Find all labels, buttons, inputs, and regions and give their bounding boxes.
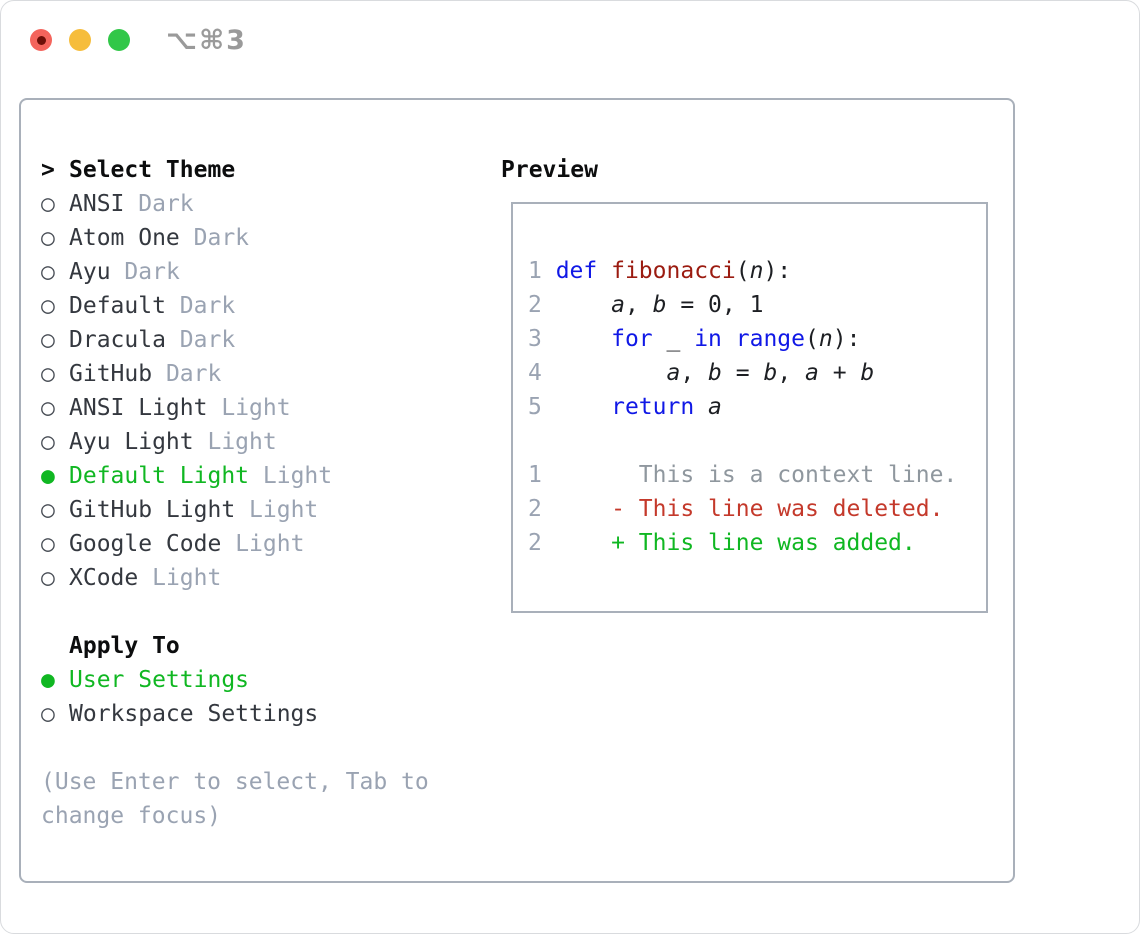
option-label: Default	[69, 293, 166, 319]
option-label: User Settings	[69, 667, 250, 693]
option-variant-tag: Dark	[179, 293, 236, 319]
option-variant-tag: Dark	[124, 259, 180, 285]
radio-unselected-icon: ○	[41, 565, 55, 591]
theme-option[interactable]: ○ ANSI Dark	[41, 187, 481, 221]
option-label: Google Code	[69, 531, 222, 557]
line-number: 2	[528, 530, 556, 556]
theme-option[interactable]: ○ GitHub Light Light	[41, 493, 481, 527]
radio-selected-icon: ●	[41, 463, 55, 489]
theme-option[interactable]: ○ XCode Light	[41, 561, 481, 595]
radio-unselected-icon: ○	[41, 327, 55, 353]
theme-option[interactable]: ○ Atom One Dark	[41, 221, 481, 255]
radio-selected-icon: ●	[41, 667, 55, 693]
option-variant-tag: Dark	[179, 327, 236, 353]
option-label: Dracula	[69, 327, 166, 353]
option-label: Ayu	[69, 259, 111, 285]
theme-option[interactable]: ○ ANSI Light Light	[41, 391, 481, 425]
line-number: 2	[528, 496, 556, 522]
code-line: 2 a, b = 0, 1	[528, 292, 764, 318]
radio-unselected-icon: ○	[41, 225, 55, 251]
apply-to-header: Apply To	[69, 633, 180, 659]
theme-option[interactable]: ● Default Light Light	[41, 459, 481, 493]
radio-unselected-icon: ○	[41, 191, 55, 217]
code-line: 4 a, b = b, a + b	[528, 360, 875, 386]
preview-box: 1 def fibonacci(n): 2 a, b = 0, 1 3 for _ …	[511, 202, 988, 613]
option-label: GitHub Light	[69, 497, 236, 523]
option-label: Ayu Light	[69, 429, 194, 455]
radio-unselected-icon: ○	[41, 701, 55, 727]
theme-option[interactable]: ○ Google Code Light	[41, 527, 481, 561]
minimize-button[interactable]	[69, 29, 91, 51]
window-title: ⌥⌘3	[166, 25, 247, 56]
titlebar: ⌥⌘3	[1, 1, 1139, 79]
apply-to-option[interactable]: ● User Settings	[41, 663, 481, 697]
radio-unselected-icon: ○	[41, 429, 55, 455]
code-line: 1 This is a context line.	[528, 462, 958, 488]
option-label: Atom One	[69, 225, 180, 251]
code-line: 5 return a	[528, 394, 722, 420]
radio-unselected-icon: ○	[41, 395, 55, 421]
option-variant-tag: Dark	[165, 361, 222, 387]
option-variant-tag: Light	[262, 463, 333, 489]
preview-column: Preview 1 def fibonacci(n): 2 a, b = 0, 1…	[501, 153, 1001, 613]
option-variant-tag: Light	[235, 531, 305, 557]
line-number: 2	[528, 292, 556, 318]
select-theme-header: > Select Theme	[41, 153, 481, 187]
close-button[interactable]	[30, 29, 52, 51]
close-dot-icon	[36, 35, 46, 45]
radio-unselected-icon: ○	[41, 259, 55, 285]
option-variant-tag: Light	[152, 565, 222, 591]
apply-to-list: ● User Settings ○ Workspace Settings	[41, 663, 481, 731]
theme-option[interactable]: ○ Dracula Dark	[41, 323, 481, 357]
theme-option[interactable]: ○ GitHub Dark	[41, 357, 481, 391]
apply-to-option[interactable]: ○ Workspace Settings	[41, 697, 481, 731]
option-variant-tag: Light	[221, 395, 291, 421]
option-variant-tag: Light	[207, 429, 277, 455]
line-number: 5	[528, 394, 556, 420]
option-label: ANSI	[69, 191, 125, 217]
theme-option[interactable]: ○ Default Dark	[41, 289, 481, 323]
line-number: 3	[528, 326, 556, 352]
code-block: 1 def fibonacci(n): 2 a, b = 0, 1 3 for _ …	[528, 254, 986, 560]
option-label: Workspace Settings	[69, 701, 319, 727]
option-label: Default Light	[69, 463, 250, 489]
option-label: XCode	[69, 565, 139, 591]
radio-unselected-icon: ○	[41, 293, 55, 319]
code-line: 3 for _ in range(n):	[528, 326, 861, 352]
option-variant-tag: Dark	[138, 191, 194, 217]
preview-title: Preview	[501, 157, 598, 183]
code-line: 2 - This line was deleted.	[528, 496, 944, 522]
option-label: GitHub	[69, 361, 153, 387]
keyboard-hint: (Use Enter to select, Tab to change focu…	[41, 769, 429, 829]
line-number: 1	[528, 462, 556, 488]
code-line: 1 def fibonacci(n):	[528, 258, 792, 284]
option-variant-tag: Dark	[193, 225, 250, 251]
line-number: 1	[528, 258, 556, 284]
zoom-button[interactable]	[108, 29, 130, 51]
option-label: ANSI Light	[69, 395, 208, 421]
option-variant-tag: Light	[249, 497, 319, 523]
line-number: 4	[528, 360, 556, 386]
select-theme-title: Select Theme	[69, 157, 236, 183]
radio-unselected-icon: ○	[41, 497, 55, 523]
theme-option[interactable]: ○ Ayu Light Light	[41, 425, 481, 459]
radio-unselected-icon: ○	[41, 361, 55, 387]
code-line: 2 + This line was added.	[528, 530, 916, 556]
prompt-icon: >	[41, 157, 55, 183]
radio-unselected-icon: ○	[41, 531, 55, 557]
theme-option[interactable]: ○ Ayu Dark	[41, 255, 481, 289]
code-line	[528, 424, 986, 458]
